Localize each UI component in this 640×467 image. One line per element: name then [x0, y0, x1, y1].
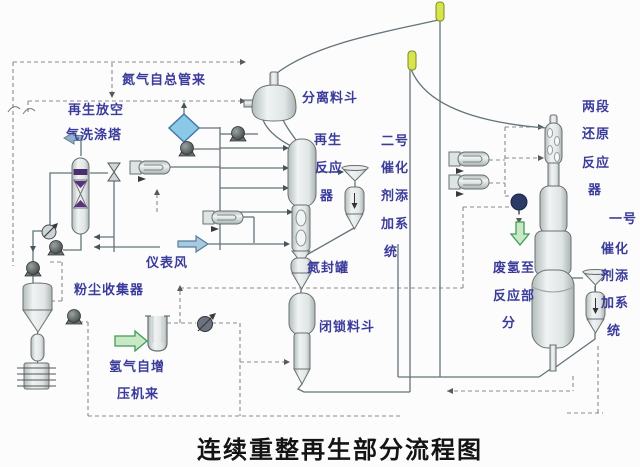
- hydrogen-inlet-arrow: [114, 329, 149, 353]
- finned-exchanger-2: [202, 210, 244, 232]
- angle-valve-icon: [107, 162, 121, 182]
- label-cat1-1: 一号: [609, 212, 638, 227]
- label-regen-vent-2: 气洗涤塔: [66, 128, 123, 143]
- instrument-air-arrow: [177, 234, 210, 254]
- label-cat2-2: 催化: [381, 161, 410, 176]
- label-waste-h2-1: 废氢至: [493, 261, 536, 276]
- catalyst1-addition-vessel: [581, 269, 610, 334]
- filter-diamond-icon: [167, 112, 201, 144]
- solid-arrowheads: [30, 102, 344, 252]
- label-nitrogen-seal-tank: 氮封罐: [307, 261, 350, 276]
- pump-4: [24, 261, 42, 277]
- label-cat1-5: 统: [607, 324, 622, 339]
- label-hydrogen-2: 压机来: [117, 387, 160, 402]
- line-break-marks: [7, 106, 36, 115]
- label-regen-reactor-1: 再生: [314, 133, 343, 148]
- pump-5: [65, 309, 83, 325]
- label-cat2-3: 剂添: [381, 189, 410, 204]
- label-cat2-5: 统: [384, 245, 399, 260]
- vent-gas-washing-tower: [71, 157, 90, 235]
- separation-hopper-vessel: [243, 71, 297, 122]
- label-regen-reactor-3: 器: [320, 189, 335, 204]
- lock-hopper-vessel: [288, 292, 316, 386]
- label-cat1-3: 剂添: [601, 269, 630, 284]
- label-lock-hopper: 闭锁料斗: [319, 320, 376, 335]
- lift-line-capsule-1: [435, 1, 445, 22]
- vent-outlet-arrow: [63, 131, 83, 145]
- diagram-title: 连续重整再生部分流程图: [197, 438, 483, 464]
- label-regen-reactor-2: 反应: [315, 161, 344, 176]
- label-hydrogen-1: 氢气自增: [109, 360, 166, 375]
- dust-collector-vessel: [17, 282, 56, 390]
- ball-valve-icon: [510, 193, 528, 214]
- waste-hydrogen-arrow: [509, 221, 531, 247]
- reduction-reactor-vessel: [531, 114, 575, 372]
- label-separation-hopper: 分离料斗: [302, 91, 359, 106]
- solid-pipes: [32, 19, 596, 393]
- label-dust-collector: 粉尘收集器: [74, 283, 145, 298]
- label-cat1-4: 加系: [601, 296, 630, 311]
- label-nitrogen-from-header: 氮气自总管来: [122, 73, 207, 88]
- nitrogen-seal-tank-vessel: [290, 257, 313, 290]
- pump-icons: [24, 126, 247, 325]
- label-waste-h2-3: 分: [502, 316, 517, 331]
- regulator-valve-2: [197, 313, 216, 332]
- label-cat1-2: 催化: [601, 242, 630, 257]
- label-reduction-1: 两段: [582, 100, 611, 115]
- label-cat2-1: 二号: [381, 134, 410, 149]
- finned-exchanger-1: [129, 160, 171, 182]
- label-cat2-4: 加系: [381, 217, 410, 232]
- finned-exchanger-4: [448, 174, 490, 197]
- label-reduction-3: 反应: [582, 156, 611, 171]
- lift-line-capsule-2: [407, 50, 417, 71]
- label-waste-h2-2: 反应部: [493, 289, 536, 304]
- pump-3: [47, 240, 65, 256]
- label-regen-vent-1: 再生放空: [68, 103, 125, 118]
- finned-exchanger-3: [448, 151, 490, 174]
- regeneration-reactor-vessel: [287, 138, 317, 264]
- pump-1: [178, 141, 196, 157]
- regulator-valve-1: [41, 223, 58, 240]
- label-reduction-2: 还原: [582, 127, 611, 142]
- pump-2: [229, 126, 247, 142]
- hydrogen-filter-basket: [145, 315, 170, 352]
- label-reduction-4: 器: [588, 183, 603, 198]
- label-instrument-air: 仪表风: [146, 256, 189, 271]
- catalyst2-addition-vessel: [340, 165, 370, 231]
